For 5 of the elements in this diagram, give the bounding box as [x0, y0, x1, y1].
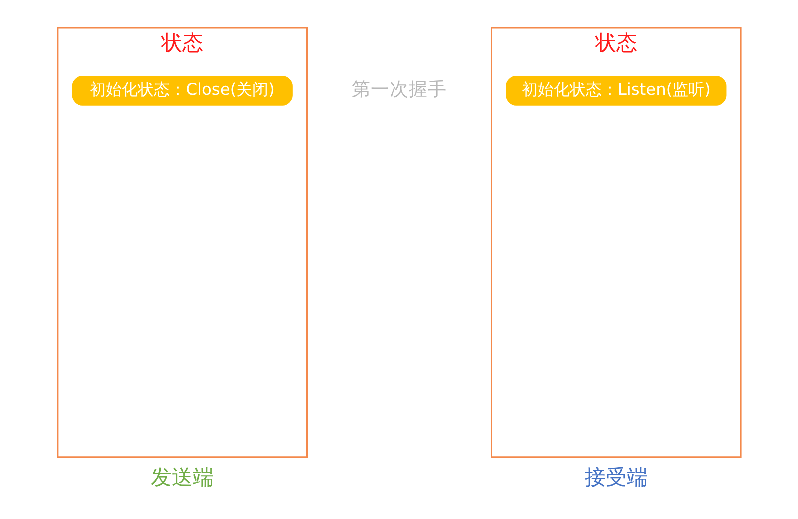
label: 第一次握手 — [352, 79, 446, 100]
node-box: 初始化状态：Close(关闭) — [72, 76, 292, 106]
node-box: 初始化状态：Listen(监听) — [506, 76, 726, 106]
node-label: 接受端 — [584, 464, 648, 490]
node-label: 发送端 — [150, 464, 214, 490]
